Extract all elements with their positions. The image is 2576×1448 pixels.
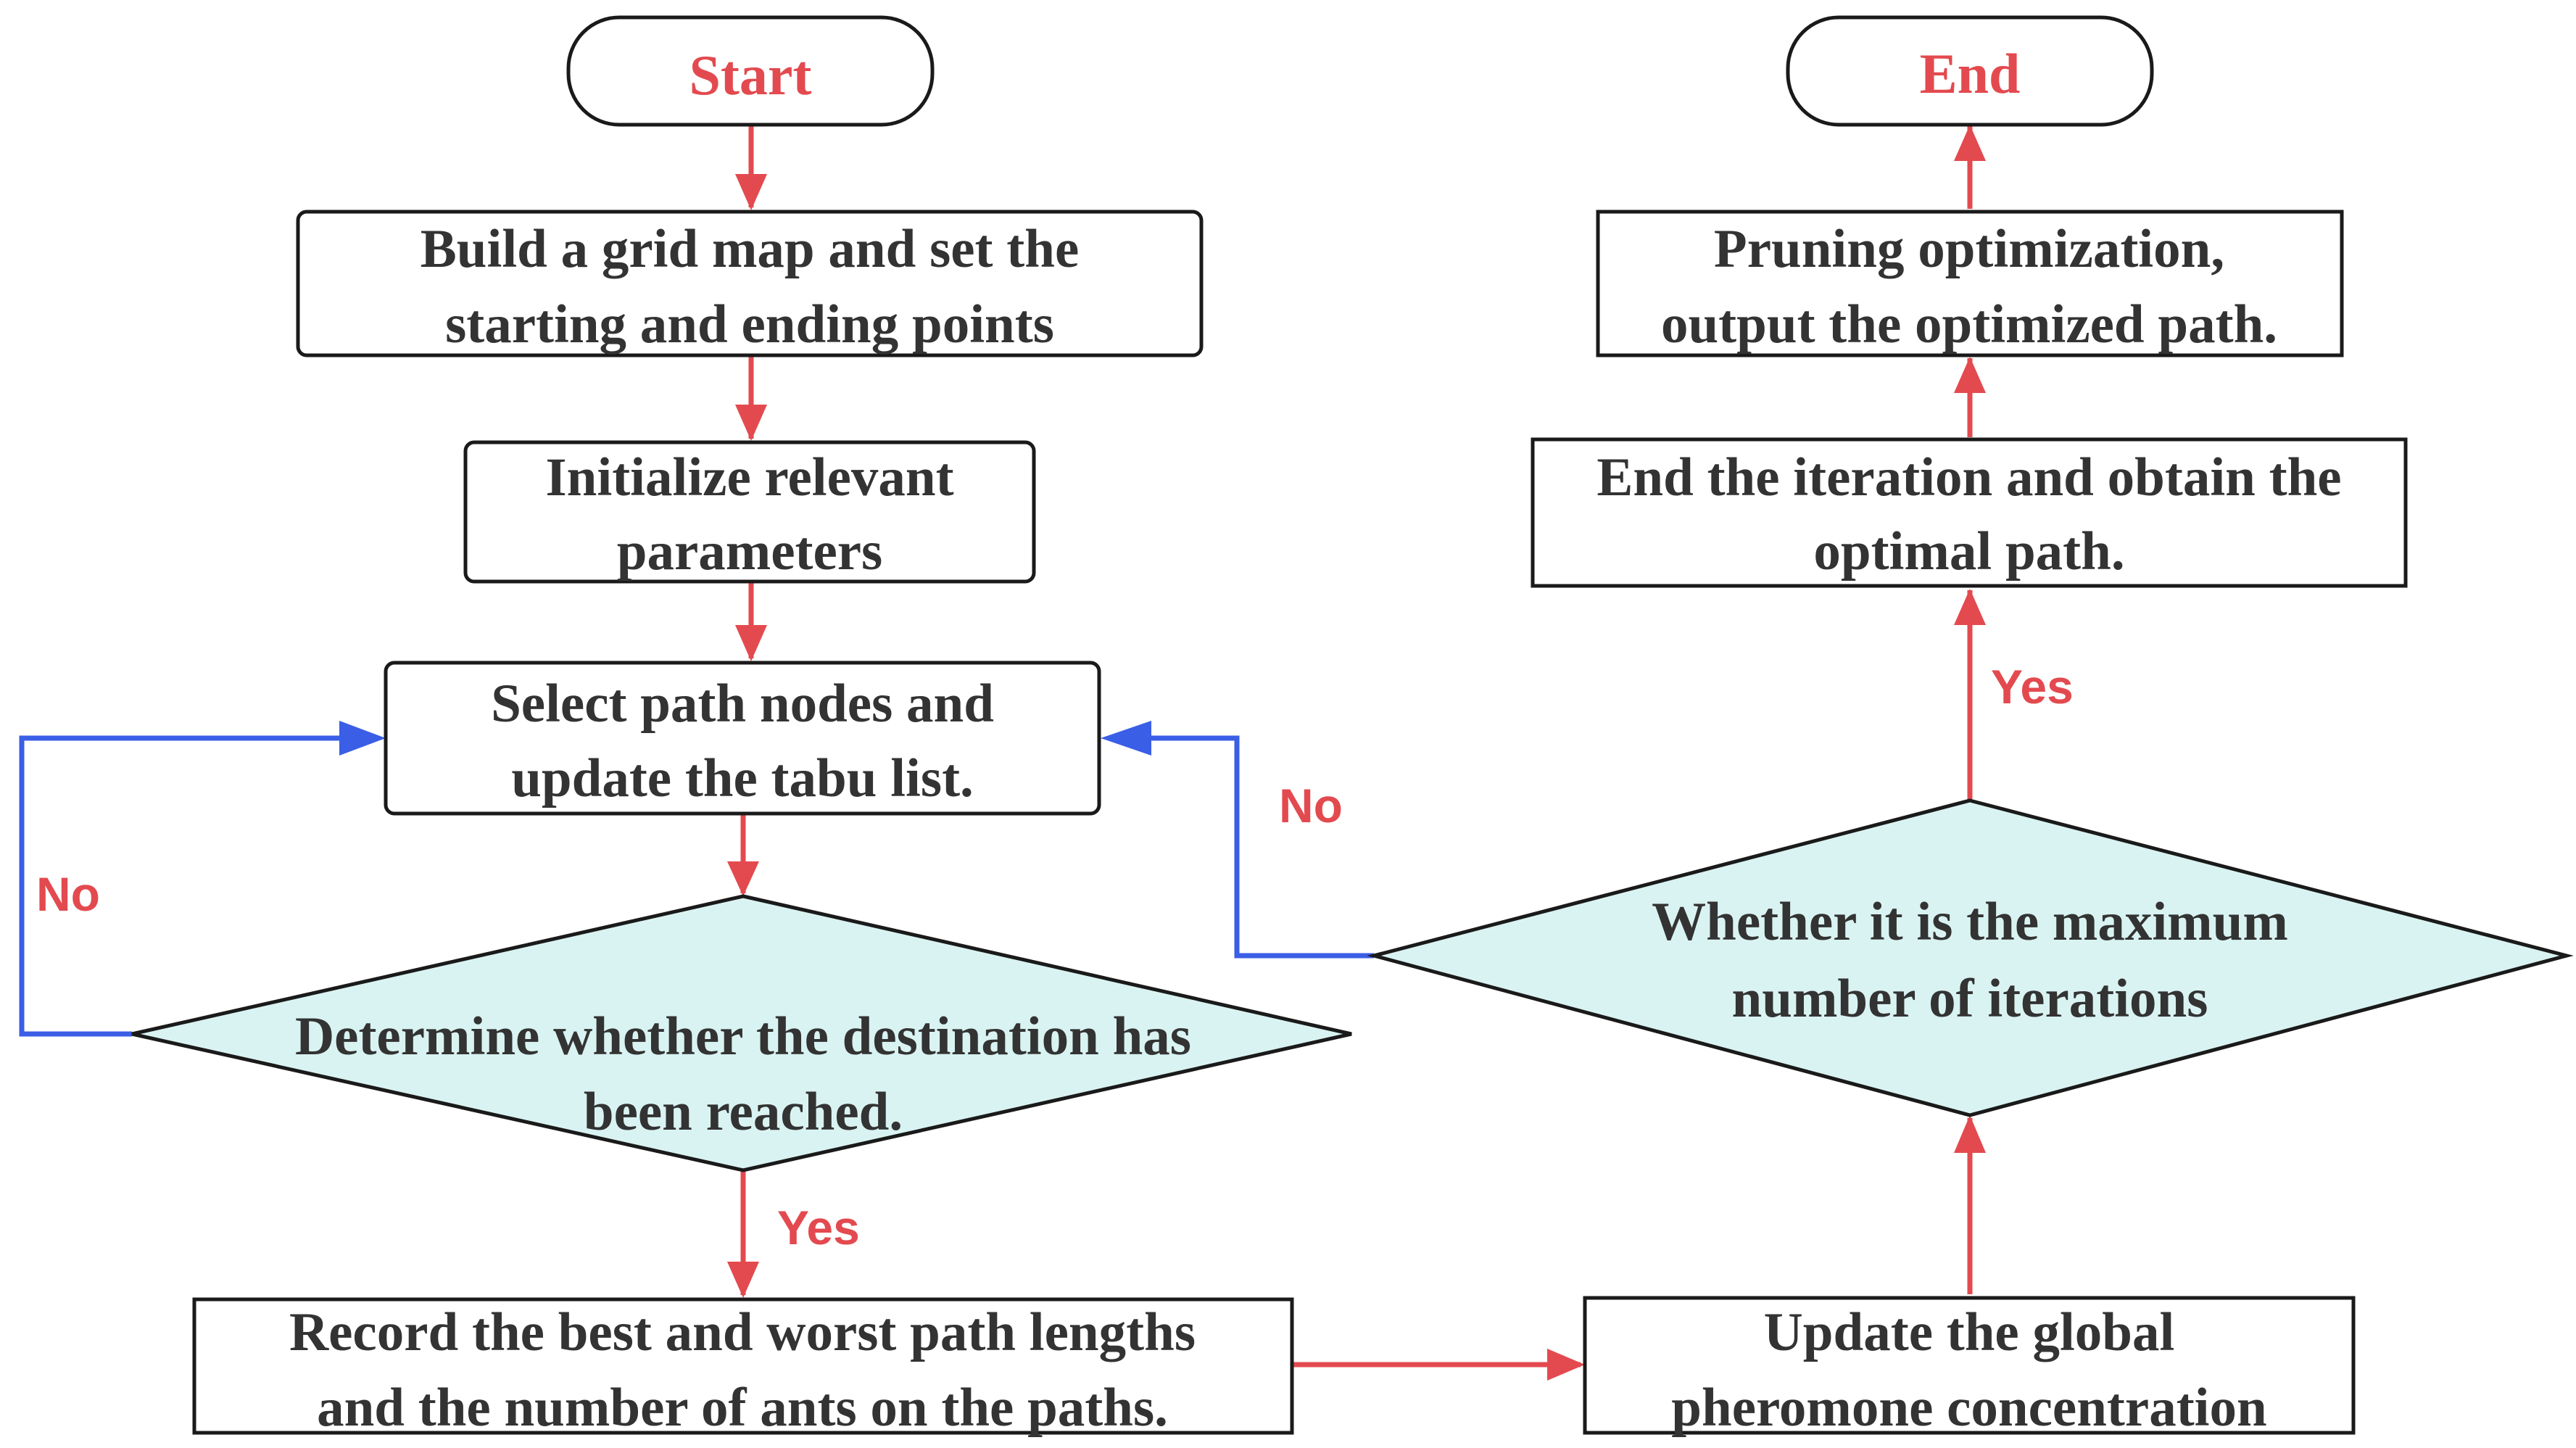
select-nodes-line-2: update the tabu list.	[511, 748, 974, 808]
arrowhead	[727, 861, 759, 896]
select-nodes-box: Select path nodes and update the tabu li…	[384, 661, 1101, 816]
loop-arrows	[19, 721, 1374, 1037]
destination-no-label: No	[36, 867, 100, 921]
arrowhead	[1954, 1115, 1986, 1153]
init-params-box: Initialize relevant parameters	[463, 440, 1036, 584]
record-paths-box: Record the best and worst path lengths a…	[192, 1297, 1294, 1438]
build-map-line-2: starting and ending points	[445, 294, 1054, 355]
max-iteration-line-1: Whether it is the maximum	[1652, 892, 2288, 952]
arrowhead	[735, 174, 767, 210]
start-label: Start	[689, 44, 812, 107]
max-iteration-line-2: number of iterations	[1732, 969, 2208, 1029]
arrowhead	[1954, 357, 1986, 393]
build-map-line-1: Build a grid map and set the	[421, 219, 1080, 279]
arrowhead	[1101, 721, 1151, 756]
max-iteration-decision: Whether it is the maximum number of iter…	[1367, 798, 2574, 1117]
flow-arrows	[727, 125, 1986, 1381]
iteration-yes-label: Yes	[1991, 660, 2074, 713]
end-iteration-box: End the iteration and obtain the optimal…	[1531, 437, 2408, 588]
pruning-line-2: output the optimized path.	[1661, 294, 2277, 355]
arrowhead	[1954, 125, 1986, 161]
pruning-box: Pruning optimization, output the optimiz…	[1596, 210, 2344, 357]
destination-line-2: been reached.	[584, 1082, 903, 1142]
arrowhead	[1547, 1349, 1585, 1381]
arrowhead	[727, 1262, 759, 1298]
update-pheromone-line-2: pheromone concentration	[1671, 1378, 2266, 1438]
arrowhead	[735, 405, 767, 441]
update-pheromone-line-1: Update the global	[1764, 1302, 2175, 1362]
destination-yes-label: Yes	[777, 1201, 860, 1254]
record-paths-line-2: and the number of ants on the paths.	[317, 1378, 1168, 1438]
destination-line-1: Determine whether the destination has	[295, 1006, 1191, 1067]
iteration-no-label: No	[1279, 779, 1343, 832]
end-iteration-line-2: optimal path.	[1813, 521, 2124, 582]
destination-decision: Determine whether the destination has be…	[131, 894, 1352, 1172]
record-paths-line-1: Record the best and worst path lengths	[289, 1302, 1196, 1362]
end-label: End	[1920, 42, 2021, 105]
end-terminal: End	[1786, 15, 2154, 127]
end-iteration-line-1: End the iteration and obtain the	[1596, 447, 2341, 508]
loop-iteration-no	[1144, 735, 1374, 959]
init-params-line-2: parameters	[617, 521, 883, 582]
update-pheromone-box: Update the global pheromone concentratio…	[1583, 1296, 2356, 1438]
start-terminal: Start	[566, 15, 935, 127]
arrowhead	[339, 721, 386, 756]
arrowhead	[735, 625, 767, 661]
build-map-box: Build a grid map and set the starting an…	[296, 210, 1204, 357]
loop-destination-no	[19, 735, 348, 1037]
pruning-line-1: Pruning optimization,	[1714, 219, 2224, 279]
select-nodes-line-1: Select path nodes and	[491, 674, 994, 734]
arrowhead	[1954, 589, 1986, 625]
init-params-line-1: Initialize relevant	[545, 447, 953, 508]
